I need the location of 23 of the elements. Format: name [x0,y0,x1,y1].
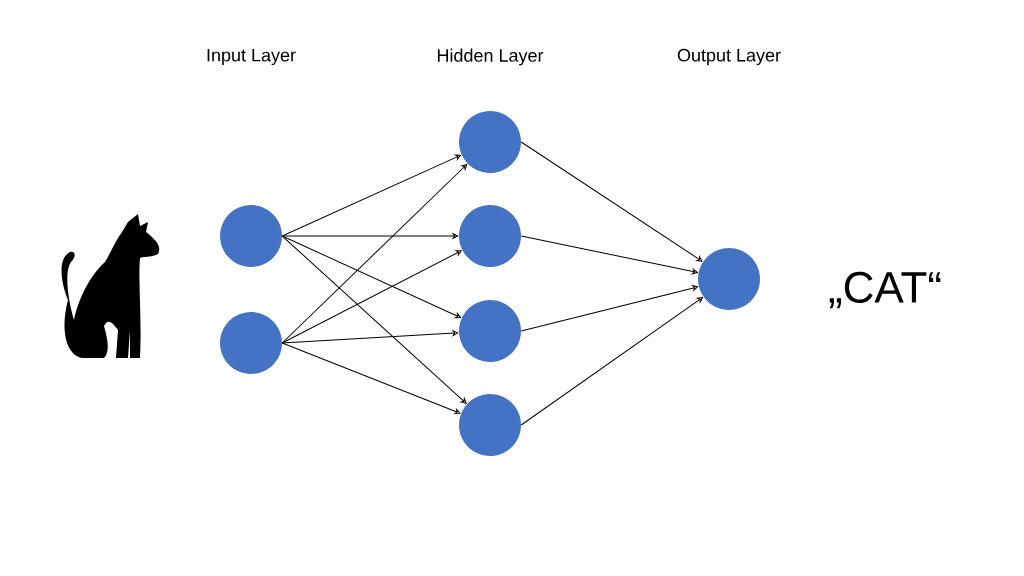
arrow [281,250,462,344]
neuron-circle [459,394,521,456]
arrow [281,154,462,237]
arrow [520,141,703,262]
output-label: „CAT“ [829,271,941,309]
layer-heading: Input Layer [207,48,296,66]
neuron-circle [220,312,282,374]
neuron-circle [698,248,760,310]
arrow [281,233,459,239]
arrow [281,235,462,319]
arrow [281,330,459,344]
arrow [281,342,461,415]
arrow [520,297,704,426]
arrow [520,285,699,332]
neuron-circle [459,111,521,173]
arrow [281,163,468,344]
layer-heading: Hidden Layer [437,48,544,66]
neuron-circle [459,205,521,267]
layer-heading: Output Layer [677,48,781,66]
neuron-circle [220,205,282,267]
arrow [281,235,467,404]
arrow [520,235,698,275]
neuron-circle [459,300,521,362]
